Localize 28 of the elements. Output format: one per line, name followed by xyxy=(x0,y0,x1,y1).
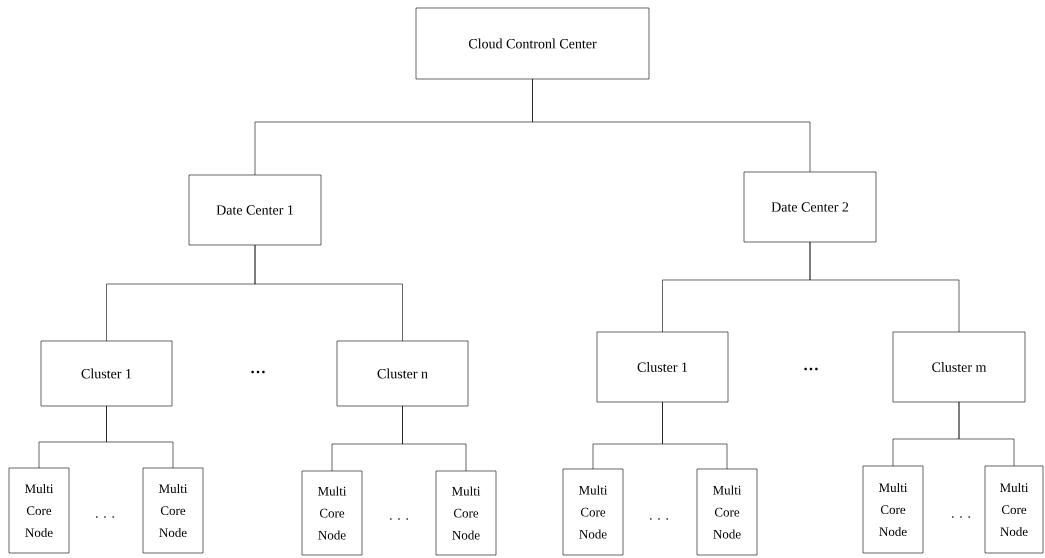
ellipsis: … xyxy=(804,367,818,371)
node-box: Cluster m xyxy=(892,331,1026,403)
node-box: Cluster 1 xyxy=(40,340,173,407)
ellipsis: . . . xyxy=(390,518,408,520)
node-box: Multi Core Node xyxy=(562,468,624,556)
connector xyxy=(532,78,811,173)
connector xyxy=(254,244,403,342)
connector xyxy=(958,401,1015,467)
node-box: Cluster 1 xyxy=(596,331,729,403)
node-box: Cloud Contronl Center xyxy=(415,7,650,80)
node-box: Multi Core Node xyxy=(984,465,1044,554)
node-box: Multi Core Node xyxy=(435,470,497,556)
connector xyxy=(662,401,728,470)
ellipsis: . . . xyxy=(650,518,668,520)
connector xyxy=(106,405,174,469)
ellipsis: … xyxy=(251,370,265,374)
ellipsis: . . . xyxy=(96,516,114,518)
node-box: Multi Core Node xyxy=(696,468,758,556)
node-box: Multi Core Node xyxy=(8,467,70,554)
node-box: Cluster n xyxy=(336,340,469,407)
connector xyxy=(809,241,960,333)
connector xyxy=(402,405,467,472)
ellipsis: . . . xyxy=(952,516,970,518)
node-box: Multi Core Node xyxy=(301,470,363,556)
node-box: Date Center 2 xyxy=(743,171,877,243)
node-box: Multi Core Node xyxy=(862,465,924,554)
node-box: Date Center 1 xyxy=(188,174,322,246)
node-box: Multi Core Node xyxy=(142,467,204,554)
